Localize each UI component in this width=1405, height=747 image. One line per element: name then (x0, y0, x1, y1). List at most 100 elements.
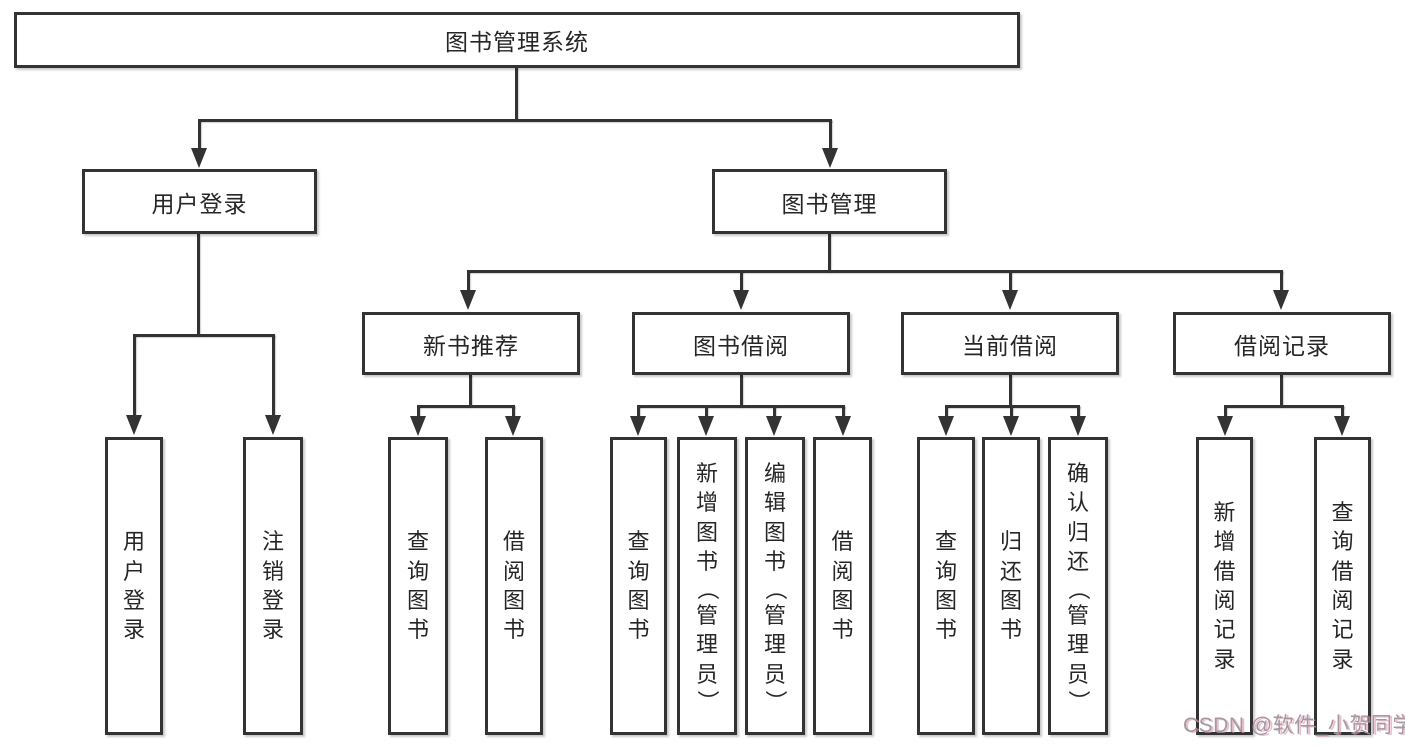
vertical-char: 辑 (763, 490, 786, 516)
vertical-char: 图 (406, 588, 429, 613)
node-label: 图书管理 (781, 190, 878, 217)
connector-line (636, 406, 640, 417)
vertical-char: 图 (831, 588, 854, 613)
vertical-char: 录 (1213, 646, 1236, 672)
arrow-down-icon (630, 416, 646, 436)
vertical-char: 图 (627, 588, 650, 613)
vertical-char: 员 (695, 661, 718, 687)
vertical-char: 登 (122, 588, 145, 613)
leaf-query-borrow-record: 查询借阅记录 (1314, 437, 1371, 735)
arrow-down-icon (1334, 416, 1350, 436)
vertical-char: 查 (627, 529, 650, 555)
arrow-down-icon (733, 290, 749, 310)
arrow-down-icon (1217, 416, 1233, 436)
arrow-down-icon (460, 290, 476, 310)
connector-line (515, 68, 518, 121)
arrow-down-icon (766, 416, 782, 436)
node-label: 用户登录 (151, 190, 248, 217)
node-user-login: 用户登录 (82, 169, 317, 234)
arrow-down-icon (1003, 416, 1019, 436)
vertical-char: 图 (934, 588, 957, 613)
vertical-char: 记 (1331, 617, 1354, 643)
arrow-down-icon (1273, 290, 1289, 310)
vertical-char: 书 (695, 549, 718, 575)
vertical-char: 图 (763, 519, 786, 545)
connector-line (417, 405, 515, 408)
connector-line (945, 405, 1080, 408)
vertical-char: 归 (999, 529, 1022, 555)
leaf-edit-books-admin: 编辑图书（管理员） (745, 437, 805, 735)
vertical-char: 书 (406, 617, 429, 643)
node-current-borrowing: 当前借阅 (901, 312, 1119, 375)
vertical-char: 查 (1331, 499, 1354, 525)
vertical-char: 询 (934, 558, 957, 584)
arrow-down-icon (938, 416, 954, 436)
vertical-char: 员 (1066, 661, 1089, 687)
connector-line (1279, 271, 1283, 291)
vertical-char: 借 (1331, 558, 1354, 584)
vertical-char: （ (1066, 577, 1092, 600)
vertical-char: 询 (627, 558, 650, 584)
vertical-char: 图 (695, 519, 718, 545)
connector-line (740, 375, 743, 407)
connector-line (271, 335, 275, 416)
connector-line (944, 406, 948, 417)
vertical-char: 管 (1066, 602, 1089, 628)
leaf-user-login: 用户登录 (105, 437, 163, 735)
connector-line (828, 120, 832, 149)
connector-line (132, 335, 136, 416)
vertical-char: 增 (1213, 529, 1236, 555)
arrow-down-icon (835, 416, 851, 436)
vertical-char: 确 (1066, 460, 1089, 486)
vertical-char: ） (763, 690, 789, 713)
vertical-char: 书 (502, 617, 525, 643)
arrow-down-icon (822, 148, 838, 168)
vertical-char: 书 (934, 617, 957, 643)
vertical-char: 管 (695, 602, 718, 628)
vertical-char: （ (763, 577, 789, 600)
vertical-char: 书 (627, 617, 650, 643)
leaf-add-books-admin: 新增图书（管理员） (677, 437, 737, 735)
connector-line (1224, 405, 1344, 408)
leaf-query-books-recommend: 查询图书 (388, 437, 448, 735)
vertical-char: 编 (763, 460, 786, 486)
connector-line (841, 406, 845, 417)
node-label: 新书推荐 (423, 332, 519, 359)
vertical-char: 录 (261, 617, 284, 643)
vertical-char: 新 (1213, 499, 1236, 525)
node-label: 图书借阅 (693, 332, 789, 359)
vertical-char: 用 (122, 529, 145, 555)
node-borrowing-records: 借阅记录 (1173, 312, 1391, 375)
vertical-char: 还 (999, 558, 1022, 584)
connector-line (637, 405, 845, 408)
arrow-down-icon (126, 415, 142, 435)
vertical-char: 询 (406, 558, 429, 584)
vertical-char: 认 (1066, 490, 1089, 516)
connector-line (466, 271, 470, 291)
leaf-logout: 注销登录 (243, 437, 303, 735)
node-label: 当前借阅 (962, 332, 1058, 359)
vertical-char: 阅 (831, 558, 854, 584)
csdn-watermark: CSDN @软件_小贺同学 (1183, 714, 1405, 737)
vertical-char: 查 (934, 529, 957, 555)
vertical-char: 询 (1331, 529, 1354, 555)
vertical-char: 借 (502, 529, 525, 555)
connector-line (133, 334, 275, 337)
connector-line (1008, 271, 1012, 291)
vertical-char: 阅 (502, 558, 525, 584)
vertical-char: 理 (763, 632, 786, 658)
vertical-char: 登 (261, 588, 284, 613)
arrow-down-icon (698, 416, 714, 436)
leaf-add-borrow-record: 新增借阅记录 (1196, 437, 1253, 735)
connector-line (1076, 406, 1080, 417)
vertical-char: 录 (1331, 646, 1354, 672)
vertical-char: 图 (502, 588, 525, 613)
connector-line (198, 119, 832, 122)
connector-line (1223, 406, 1227, 417)
leaf-confirm-return-admin: 确认归还（管理员） (1048, 437, 1108, 735)
connector-line (1280, 375, 1283, 407)
vertical-char: 还 (1066, 549, 1089, 575)
vertical-char: 销 (261, 558, 284, 584)
connector-line (1009, 375, 1012, 407)
